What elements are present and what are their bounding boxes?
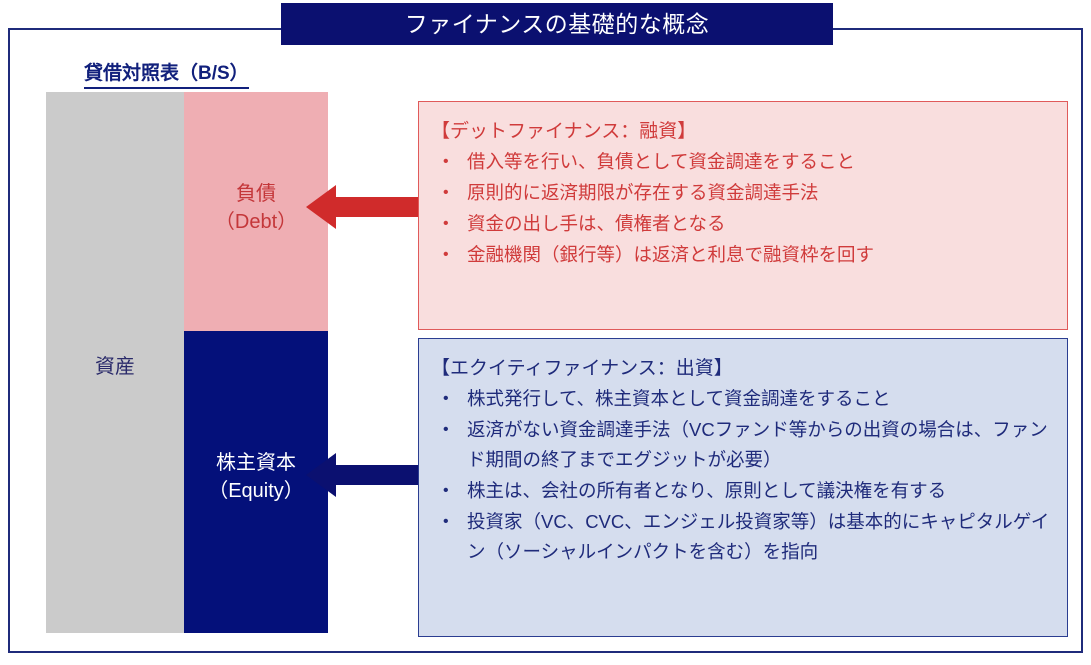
assets-label: 資産 xyxy=(95,356,135,378)
list-item: 株主は、会社の所有者となり、原則として議決権を有する xyxy=(441,476,1053,506)
page-title: ファイナンスの基礎的な概念 xyxy=(281,3,833,45)
debt-label-line1: 負債 xyxy=(236,183,276,205)
list-item: 株式発行して、株主資本として資金調達をすること xyxy=(441,384,1053,414)
debt-label: 負債 （Debt） xyxy=(184,180,328,236)
list-item: 原則的に返済期限が存在する資金調達手法 xyxy=(441,178,1053,208)
debt-finance-heading: 【デットファイナンス：融資】 xyxy=(431,121,697,142)
balance-sheet-caption: 貸借対照表（B/S） xyxy=(84,58,249,89)
equity-label-line2: （Equity） xyxy=(208,480,304,502)
equity-left-arrow-icon xyxy=(306,453,424,497)
debt-label-line2: （Debt） xyxy=(214,211,298,233)
equity-finance-callout: 【エクイティファイナンス：出資】 株式発行して、株主資本として資金調達をすること… xyxy=(418,338,1068,637)
equity-label-line1: 株主資本 xyxy=(216,452,296,474)
list-item: 借入等を行い、負債として資金調達をすること xyxy=(441,147,1053,177)
balance-sheet-equity-block: 株主資本 （Equity） xyxy=(184,331,328,633)
balance-sheet-debt-block: 負債 （Debt） xyxy=(184,92,328,331)
list-item: 金融機関（銀行等）は返済と利息で融資枠を回す xyxy=(441,240,1053,270)
list-item: 返済がない資金調達手法（VCファンド等からの出資の場合は、ファンド期間の終了まで… xyxy=(441,415,1053,475)
debt-left-arrow-icon xyxy=(306,185,424,229)
equity-finance-bullet-list: 株式発行して、株主資本として資金調達をすること 返済がない資金調達手法（VCファ… xyxy=(419,384,1067,567)
equity-finance-heading: 【エクイティファイナンス：出資】 xyxy=(431,358,733,379)
list-item: 投資家（VC、CVC、エンジェル投資家等）は基本的にキャピタルゲイン（ソーシャル… xyxy=(441,507,1053,567)
equity-label: 株主資本 （Equity） xyxy=(184,449,328,505)
debt-finance-callout: 【デットファイナンス：融資】 借入等を行い、負債として資金調達をすること 原則的… xyxy=(418,101,1068,330)
list-item: 資金の出し手は、債権者となる xyxy=(441,209,1053,239)
balance-sheet-assets-block: 資産 xyxy=(46,92,184,633)
debt-finance-bullet-list: 借入等を行い、負債として資金調達をすること 原則的に返済期限が存在する資金調達手… xyxy=(419,147,1067,270)
